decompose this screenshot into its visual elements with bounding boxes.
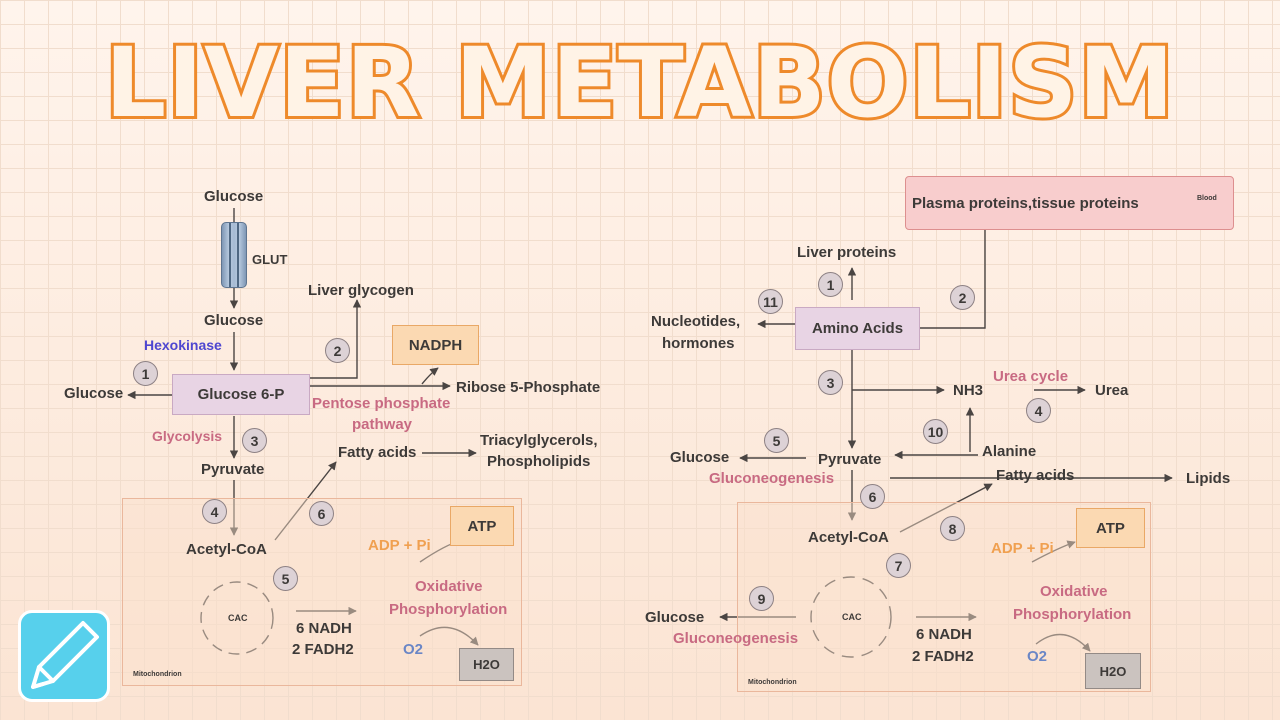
glut-transporter-icon [221,222,247,288]
liver-proteins-label: Liver proteins [797,244,897,261]
phospholipids-label: Phospholipids [487,453,591,470]
oxidative-label-2: Phosphorylation [389,601,508,618]
gluconeogenesis-lower-label: Gluconeogenesis [673,630,799,647]
ppp-label-1: Pentose phosphate [312,395,451,412]
step-circle: 6 [860,484,885,509]
oxidative-label-1: Oxidative [415,578,483,595]
h2o-right-box: H2O [1085,653,1141,689]
plasma-proteins-box: Plasma proteins,tissue proteins [905,176,1234,230]
nucleotides-label-1: Nucleotides, [651,313,741,330]
step-circle: 3 [242,428,267,453]
nadph-box: NADPH [392,325,479,365]
liver-glycogen-label: Liver glycogen [308,282,414,299]
step-circle: 1 [818,272,843,297]
blood-label: Blood [1197,195,1217,202]
mitochondrion-label-right: Mitochondrion [748,679,797,686]
glucose-mid-label: Glucose [204,312,264,329]
step-circle: 10 [923,419,948,444]
step-circle: 5 [764,428,789,453]
mitochondrion-label-left: Mitochondrion [133,671,182,678]
urea-cycle-label: Urea cycle [993,368,1069,385]
step-circle: 3 [818,370,843,395]
nucleotides-label-2: hormones [662,335,735,352]
glucose-right-label: Glucose [670,449,730,466]
cac-label-right: CAC [842,612,862,622]
glycolysis-label: Glycolysis [152,428,223,444]
glucose-lower-label: Glucose [645,609,705,626]
step-circle: 6 [309,501,334,526]
glucose-top-label: Glucose [204,188,264,205]
cac-label-left: CAC [228,613,248,623]
hexokinase-label: Hexokinase [144,337,222,353]
plasma-proteins-label: Plasma proteins,tissue proteins [912,194,1139,212]
glut-label: GLUT [252,252,288,267]
step-circle: 11 [758,289,783,314]
step-circle: 8 [940,516,965,541]
step-circle: 7 [886,553,911,578]
acetyl-coa-right-label: Acetyl-CoA [808,529,889,546]
step-circle: 1 [133,361,158,386]
urea-label: Urea [1095,382,1129,399]
o2-right-label: O2 [1027,648,1048,665]
triacylglycerols-label: Triacylglycerols, [480,432,598,449]
adp-pi-right-label: ADP + Pi [991,540,1054,557]
oxidative-right-label-1: Oxidative [1040,583,1108,600]
amino-acids-box: Amino Acids [795,307,920,350]
step-circle: 4 [1026,398,1051,423]
step-circle: 9 [749,586,774,611]
lipids-label: Lipids [1186,470,1231,487]
step-circle: 2 [950,285,975,310]
ppp-label-2: pathway [352,416,413,433]
h2o-box: H2O [459,648,514,681]
fadh-label: 2 FADH2 [292,641,354,658]
oxidative-right-label-2: Phosphorylation [1013,606,1132,623]
pencil-logo-icon [18,610,110,702]
gluconeogenesis-label: Gluconeogenesis [709,470,835,487]
nh3-label: NH3 [953,382,984,399]
o2-label: O2 [403,641,424,658]
atp-right-box: ATP [1076,508,1145,548]
pyruvate-right-label: Pyruvate [818,451,882,468]
glucose-out-label: Glucose [64,385,124,402]
acetyl-coa-label: Acetyl-CoA [186,541,267,558]
step-circle: 5 [273,566,298,591]
fadh-right-label: 2 FADH2 [912,648,974,665]
fatty-acids-right-label: Fatty acids [996,467,1075,484]
step-circle: 2 [325,338,350,363]
nadh-label: 6 NADH [296,620,352,637]
pencil-icon [31,621,99,689]
nadh-right-label: 6 NADH [916,626,972,643]
adp-pi-label: ADP + Pi [368,537,431,554]
alanine-label: Alanine [982,443,1037,460]
atp-box: ATP [450,506,514,546]
pyruvate-label: Pyruvate [201,461,265,478]
page-title: LIVER METABOLISM [102,25,1177,142]
step-circle: 4 [202,499,227,524]
ribose-label: Ribose 5-Phosphate [456,379,601,396]
glucose-6p-box: Glucose 6-P [172,374,310,415]
fatty-acids-label: Fatty acids [338,444,417,461]
